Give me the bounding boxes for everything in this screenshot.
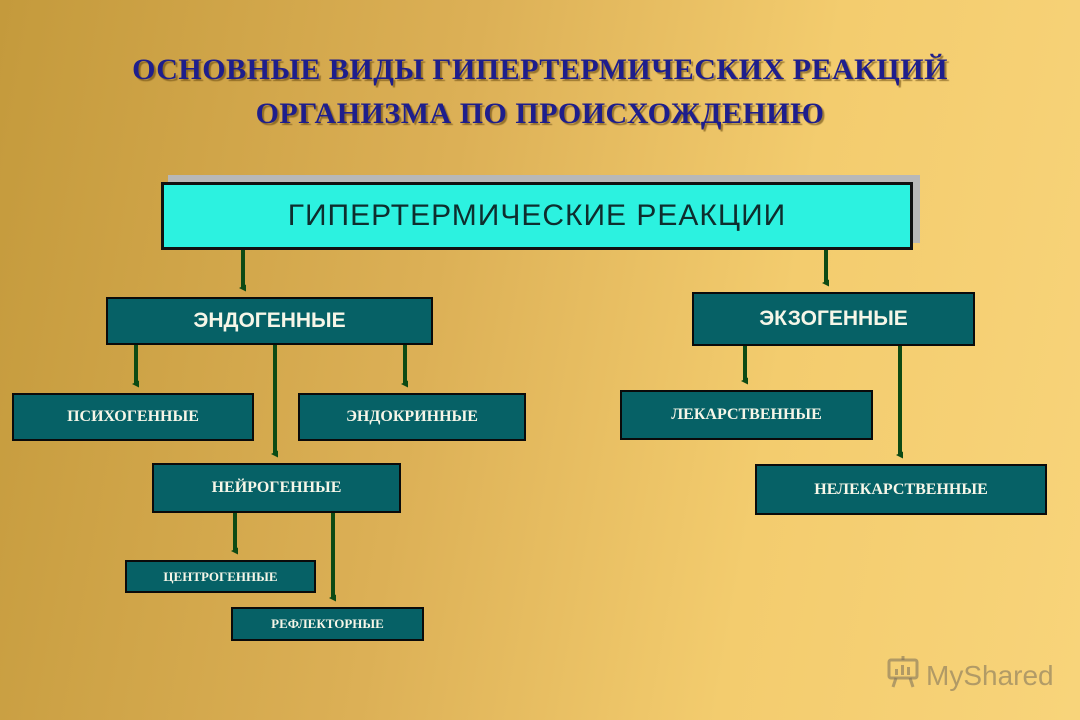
node-neurogenic: НЕЙРОГЕННЫЕ [152,463,401,513]
node-root: ГИПЕРТЕРМИЧЕСКИЕ РЕАКЦИИ [161,182,913,250]
node-centrogenic: ЦЕНТРОГЕННЫЕ [125,560,316,593]
watermark-text: MyShared [926,659,1054,691]
node-endogenous: ЭНДОГЕННЫЕ [106,297,433,345]
node-exogenous: ЭКЗОГЕННЫЕ [692,292,975,346]
presentation-board-icon [886,655,920,696]
node-nonmedicinal: НЕЛЕКАРСТВЕННЫЕ [755,464,1047,515]
node-psychogenic: ПСИХОГЕННЫЕ [12,393,254,441]
node-reflex: РЕФЛЕКТОРНЫЕ [231,607,424,641]
node-endocrine: ЭНДОКРИННЫЕ [298,393,526,441]
node-medicinal: ЛЕКАРСТВЕННЫЕ [620,390,873,440]
page-title-line-1: ОСНОВНЫЕ ВИДЫ ГИПЕРТЕРМИЧЕСКИХ РЕАКЦИЙ [132,53,948,86]
page-title-line-2: ОРГАНИЗМА ПО ПРОИСХОЖДЕНИЮ [255,97,825,130]
watermark: MyShared [886,655,1054,696]
